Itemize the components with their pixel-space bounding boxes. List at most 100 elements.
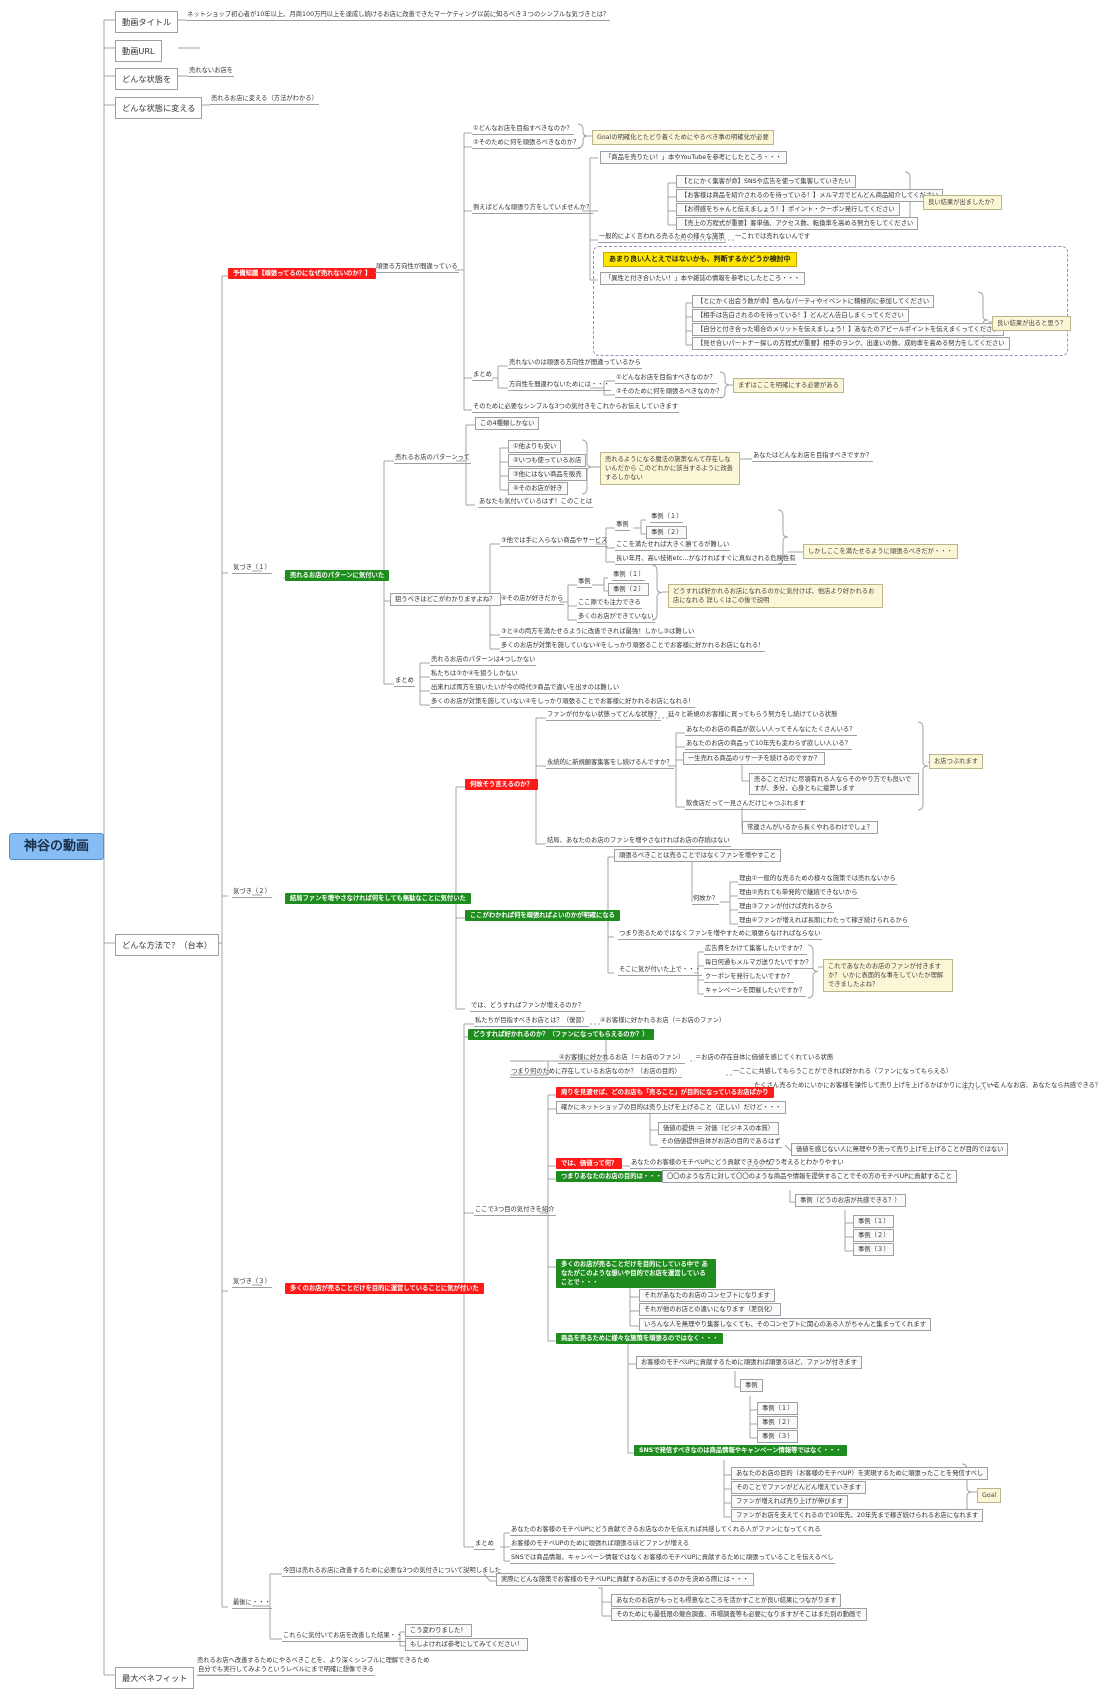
kiz3-h1[interactable]: ④お客様に好かれるお店（＝お店のファン） <box>558 1053 686 1064</box>
kiz3-r2a[interactable]: 価値の提供 ＝ 対価（ビジネスの本質） <box>658 1122 780 1135</box>
root-node[interactable]: 神谷の動画 <box>9 833 105 860</box>
kiz2-w2-note[interactable]: お店つぶれます <box>929 754 984 769</box>
prep-head[interactable]: 予備知識【頑張ってるのになぜ売れないのか？】 <box>228 268 377 279</box>
kiz2-c4-1[interactable]: 毎日何通もメルマガ送りたいですか？ <box>704 958 813 969</box>
kiz3-r4c[interactable]: 事例（どうのお店が共感できる？） <box>795 1194 906 1207</box>
prep-partner[interactable]: 「異性と付き合いたい！」本や雑誌の情報を参考にしたところ・・・ <box>600 272 806 285</box>
kiz1-pattern-0[interactable]: ①他よりも安い <box>508 440 562 453</box>
kiz3-r1[interactable]: 周りを見渡せば、どのお店も「売ること」が目的になっているお店ばかり <box>556 1087 774 1098</box>
last-l2b[interactable]: もしよければ参考にしてみてください！ <box>405 1638 528 1651</box>
kiz1-case-label-1[interactable]: 事例 <box>615 520 630 531</box>
kiz1-sum-2[interactable]: 出来れば両方を狙いたいが今の時代③商品で違いを出すのは難しい <box>430 683 621 694</box>
kiz3-g3d[interactable]: ファンがお店を支えてくれるので10年先、20年先まで稼ぎ続けられるお店になれます <box>731 1509 984 1522</box>
last-l2a[interactable]: こう変わりました！ <box>405 1624 472 1637</box>
prep-general-measures[interactable]: 一般的によく言われる売るための様々な施策 <box>598 232 726 243</box>
last-label[interactable]: 最後に・・・ <box>232 1598 272 1609</box>
kiz3-r3[interactable]: では、価値って何？ <box>556 1158 623 1169</box>
kiz2-c1[interactable]: 頑張るべきことは売ることではなくファンを増やすこと <box>614 849 782 862</box>
prep-sum1[interactable]: 売れないのは頑張る方向性が間違っているから <box>508 358 642 369</box>
kiz3-g2b[interactable]: 事例 <box>740 1379 763 1392</box>
kiz3-g3b[interactable]: そのことでファンがどんどん増えていきます <box>731 1481 867 1494</box>
kiz3-g1b[interactable]: それが他のお店との違いになります（差別化） <box>639 1303 782 1316</box>
kiz2-c4-0[interactable]: 広告費をかけて集客したいですか？ <box>704 944 807 955</box>
prep-item-b-1[interactable]: 【相手は告白されるのを待っている！】どんどん告白しまくってください <box>692 309 909 322</box>
kiz1-sum-0[interactable]: 売れるお店のパターンは4つしかない <box>430 655 537 666</box>
kiz3-g2-ex-0[interactable]: 事例（１） <box>757 1402 799 1415</box>
kiz3-r3c[interactable]: 一こう考えるとわかりやすい <box>762 1159 844 1166</box>
prep-item-b-0[interactable]: 【とにかく出会う数が命】色んなパーティやイベントに積極的に参加してください <box>692 295 935 308</box>
section-url-label[interactable]: 動画URL <box>115 40 162 62</box>
kiz2-reason-2[interactable]: 理由③ファンが付けば売れるから <box>738 902 834 913</box>
kiz3-r4b[interactable]: 〇〇のような方に対して〇〇のような商品や情報を提供することでその方のモチベUPに… <box>662 1170 958 1183</box>
kiz1-case-1[interactable]: 事例（１） <box>650 512 684 523</box>
kiz2-c4-2[interactable]: クーポンを発行したいですか？ <box>704 972 794 983</box>
kiz3-g2[interactable]: 商品を売るために様々な施策を頑張るのではなく・・・ <box>556 1333 724 1344</box>
prep-item-a-2[interactable]: 【お得感をちゃんと伝えましょう！】ポイント・クーポン発行してください <box>676 203 900 216</box>
prep-q2[interactable]: ②そのために何を頑張るべきなのか？ <box>472 138 581 149</box>
kiz1-b2-note[interactable]: どうすれば好かれるお店になれるのかに気付けば、他店より好かれるお店になれる 詳し… <box>668 584 883 608</box>
last-l1a[interactable]: 実際にどんな施策でお客様のモチベUPに貢献するお店にするのかを決める際には・・・ <box>496 1573 754 1586</box>
kiz3-h1b[interactable]: ＝お店の存在自体に価値を感じてくれている状態 <box>695 1054 834 1061</box>
kiz1-b1-note[interactable]: しかしここを満たせるように頑張るべきだが・・・ <box>803 544 958 559</box>
section-method-label[interactable]: どんな方法で？（台本） <box>115 934 220 956</box>
kiz1-sum[interactable]: まとめ <box>394 676 415 687</box>
kiz3-g2a[interactable]: お客様のモチベUPに貢献するために頑張れば頑張るほど、ファンが付きます <box>636 1356 862 1369</box>
prep-item-a-3[interactable]: 【売上の方程式が重要】客単価、アクセス数、転換率を高める努力をしてください <box>676 217 919 230</box>
kiz2-reason-3[interactable]: 理由④ファンが増えれば長期にわたって稼ぎ続けられるから <box>738 916 910 927</box>
prep-sum3[interactable]: そのために必要なシンプルな3つの気付きをこれからお伝えしていきます <box>472 402 680 413</box>
kiz1-sum-3[interactable]: 多くのお店が対策を施していない④をしっかり頑張ることでお客様に好かれるお店になれ… <box>430 697 696 708</box>
prep-result-a-note[interactable]: 良い結果が出ましたか？ <box>923 195 1003 210</box>
kiz2-w2f[interactable]: 常連さんがいるから長くやれるわけでしょ？ <box>742 821 878 834</box>
kiz3-g3c[interactable]: ファンが増えれば売り上げが伸びます <box>731 1495 849 1508</box>
kiz3-label[interactable]: 気づき（３） <box>232 1277 272 1288</box>
kiz3-goal[interactable]: Goal <box>977 1488 1002 1503</box>
kiz1-b2b[interactable]: 多くのお店ができていない <box>577 612 655 623</box>
kiz2-reason-0[interactable]: 理由①一般的な売るための様々な施策では売れないから <box>738 874 897 885</box>
kiz3-aim[interactable]: 私たちが目指すべきお店とは？（復習） <box>474 1016 589 1027</box>
section-title-label[interactable]: 動画タイトル <box>115 11 179 33</box>
kiz1-pattern-3[interactable]: ④そのお店が好き <box>508 482 568 495</box>
kiz2-c4[interactable]: そこに気が付いた上で・・・ <box>618 965 702 976</box>
prep-sum2[interactable]: 方向性を間違わないためには・・・ <box>508 380 611 391</box>
kiz1-aware[interactable]: あなたも気付いているはず！このことは <box>478 497 594 508</box>
kiz2-then[interactable]: では、どうすればファンが増えるのか？ <box>470 1001 586 1012</box>
section-state-label[interactable]: どんな状態を <box>115 68 179 90</box>
prep-sum2a[interactable]: ①どんなお店を目指すべきなのか？ <box>615 373 717 384</box>
kiz3-g1c[interactable]: いろんな人を無理やり集客しなくても、そのコンセプトに関心のある人がちゃんと集まっ… <box>639 1318 931 1331</box>
kiz2-w2e[interactable]: 飲食店だって一見さんだけじゃつぶれます <box>685 799 807 810</box>
prep-item-a-0[interactable]: 【とにかく集客が命】SNSや広告を使って集客していきたい <box>676 175 856 188</box>
kiz2-c4-note[interactable]: これであなたのお店のファンが付きますか？ いかに表面的な事をしていたか理解できま… <box>823 959 953 992</box>
prep-result-b-note[interactable]: 良い結果が出ると思う？ <box>992 316 1072 331</box>
kiz1-case-label-2[interactable]: 事例 <box>577 577 592 588</box>
state-text[interactable]: 売れないお店を <box>188 66 235 77</box>
kiz3-r4[interactable]: つまりあなたのお店の目的は・・・ <box>556 1171 667 1182</box>
prep-q1[interactable]: ①どんなお店を目指すべきなのか？ <box>472 124 574 135</box>
kiz2-w1b[interactable]: 延々と新規のお客様に買ってもらう努力をし続けている状態 <box>668 711 838 718</box>
prep-sum2b[interactable]: ②そのために何を頑張るべきなのか？ <box>615 387 724 398</box>
kiz3-g1[interactable]: 多くのお店が売ることだけを目的にしている中で あなたがこのような想いや目的でお店… <box>556 1259 716 1288</box>
prep-goal-note[interactable]: Goalの明確化とたどり着くためにやるべき事の明確化が必要 <box>592 130 774 145</box>
kiz3-r2b[interactable]: その価値提供自体がお店の目的であるはず <box>660 1137 782 1148</box>
kiz3-ex-2[interactable]: 事例（３） <box>853 1243 895 1256</box>
change-text[interactable]: 売れるお店に変える（方法がわかる） <box>210 94 319 105</box>
kiz3-h2b[interactable]: 一ここに共感してもらうことができれば好かれる（ファンになってもらえる） <box>733 1068 953 1075</box>
kiz2-why[interactable]: 何故そう言えるのか？ <box>465 779 538 790</box>
prep-summary[interactable]: まとめ <box>472 370 493 381</box>
kiz3-s3[interactable]: ここで3つ目の気付きを紹介 <box>474 1205 556 1216</box>
kiz1-b1b[interactable]: 長い年月、高い技術etc...がなければすぐに真似される危険性有 <box>615 554 797 565</box>
kiz1-case-2[interactable]: 事例（２） <box>646 526 688 539</box>
kiz1-case-4[interactable]: 事例（２） <box>608 583 650 596</box>
kiz1-case-3[interactable]: 事例（１） <box>612 570 646 581</box>
kiz3-r1b[interactable]: たくさん売るためにいかにお客様を操作して売り上げを上げるかばかりに注力している <box>754 1082 1000 1089</box>
kiz2-head[interactable]: 結局ファンを増やさなければ何をしても無駄なことに気付いた <box>285 893 471 904</box>
kiz1-most[interactable]: 多くのお店が対策を施していない④をしっかり頑張ることでお客様に好かれるお店になれ… <box>500 641 766 652</box>
kiz1-pattern-2[interactable]: ③他にはない商品を販売 <box>508 468 587 481</box>
kiz1-sum-1[interactable]: 私たちは③か④を狙うしかない <box>430 669 519 680</box>
kiz1-label[interactable]: 気づき（１） <box>232 563 272 574</box>
kiz3-g3[interactable]: SNSで発信すべきなのは商品情報やキャンペーン情報等ではなく・・・ <box>634 1445 847 1456</box>
kiz3-how[interactable]: どうすれば好かれるのか？（ファンになってもらえるのか？） <box>468 1029 654 1040</box>
kiz2-w2c[interactable]: 一生売れる商品のリサーチを続けるのですか？ <box>683 752 826 765</box>
kiz3-ex-1[interactable]: 事例（２） <box>853 1229 895 1242</box>
last-l1b[interactable]: あなたのお店がもっとも得意なところを活かすことが良い結果につながります <box>611 1594 842 1607</box>
kiz2-label[interactable]: 気づき（２） <box>232 887 272 898</box>
